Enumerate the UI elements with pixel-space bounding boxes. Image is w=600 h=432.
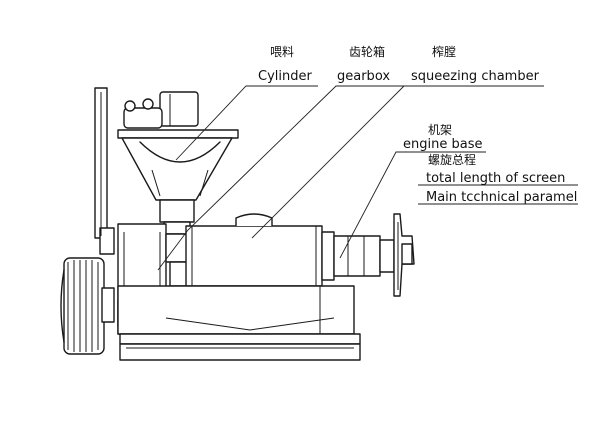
label-screw-length-en: total length of screen: [426, 171, 565, 186]
label-cylinder-en: Cylinder: [258, 69, 312, 84]
label-main-parameters-en: Main tcchnical paramel: [426, 190, 577, 205]
label-main-parameters: Main tcchnical paramel: [426, 190, 577, 205]
leader-lines: [157, 85, 578, 271]
label-cylinder-cn: 喂料: [270, 45, 294, 59]
label-squeezing-chamber: 榨膛 squeezing chamber: [411, 44, 540, 84]
label-cylinder: 喂料 Cylinder: [258, 45, 312, 84]
squeezing-chamber: [185, 213, 381, 287]
label-screw-length-cn: 螺旋总程: [428, 152, 476, 167]
adjusting-handwheel: [379, 213, 415, 297]
label-engine-base: 机架 engine base: [403, 123, 482, 152]
feed-hopper: [117, 129, 239, 235]
label-engine-base-cn: 机架: [428, 123, 452, 137]
belt-pulley: [60, 257, 115, 355]
label-squeezing-chamber-en: squeezing chamber: [411, 69, 540, 84]
label-squeezing-chamber-cn: 榨膛: [432, 44, 456, 59]
vertical-rod: [94, 87, 115, 255]
label-engine-base-en: engine base: [403, 137, 482, 152]
label-gearbox-cn: 齿轮箱: [349, 44, 385, 59]
motor: [123, 91, 199, 129]
label-gearbox-en: gearbox: [337, 69, 390, 84]
label-gearbox: 齿轮箱 gearbox: [337, 44, 390, 84]
engine-base: [117, 285, 361, 361]
label-screw-length: 螺旋总程 total length of screen: [426, 152, 565, 186]
